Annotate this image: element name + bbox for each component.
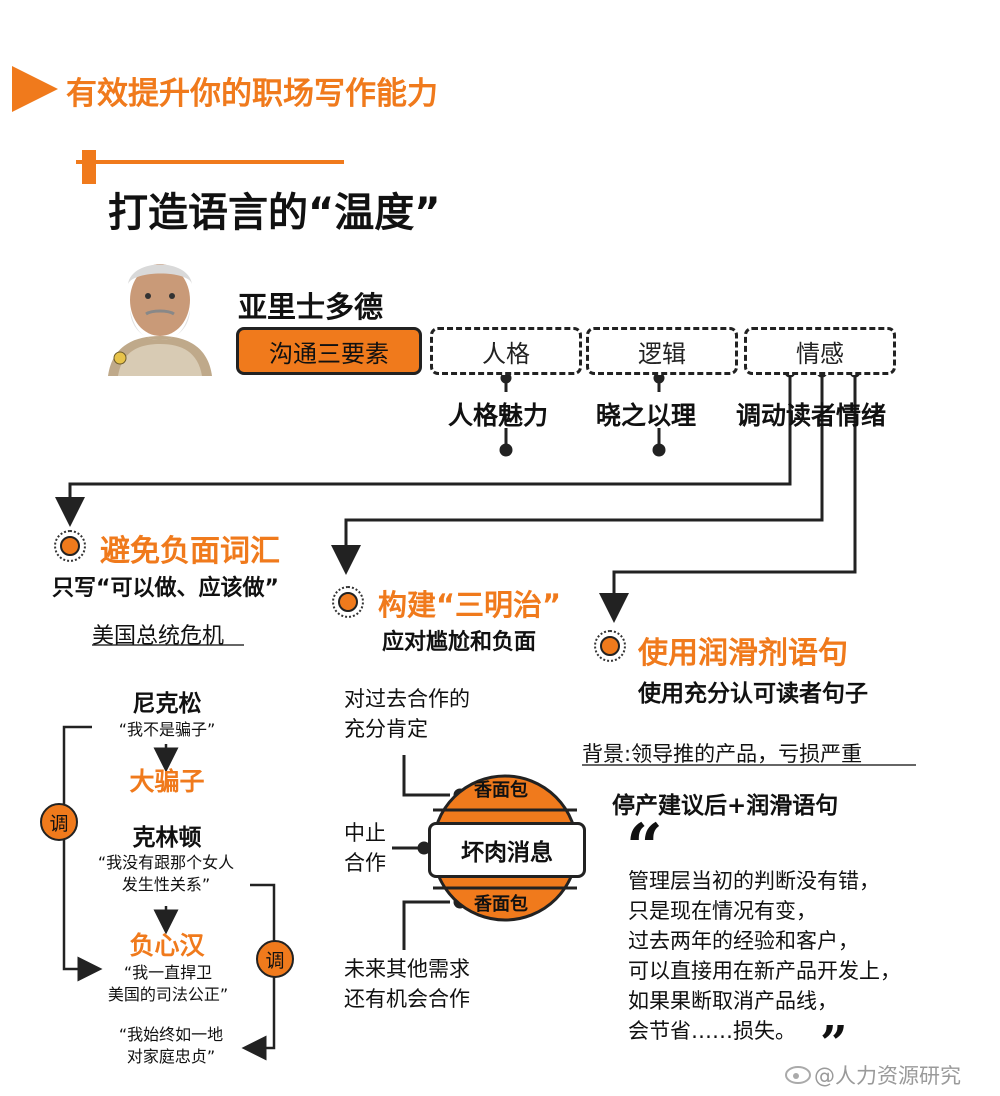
element-pill-logic: 逻辑	[586, 327, 738, 375]
quote-line: 只是现在情况有变，	[628, 899, 817, 923]
element-caption-logic: 晓之以理	[596, 401, 697, 430]
weibo-logo-icon	[785, 1066, 811, 1084]
sandwich-bottom-text: 未来其他需求 还有机会合作	[344, 954, 470, 1014]
element-label: 情感	[796, 339, 844, 368]
aristotle-name: 亚里士多德	[238, 290, 384, 324]
sandwich-top-bread: 香面包	[474, 780, 528, 801]
sandwich-text-line: 合作	[344, 851, 386, 875]
tip3-heading: 停产建议后+润滑语句	[612, 793, 839, 819]
play-triangle-icon	[12, 66, 58, 112]
tiao-label: 调	[265, 949, 285, 972]
element-label: 逻辑	[638, 339, 686, 368]
quote-line: 过去两年的经验和客户，	[628, 929, 859, 953]
tip1-title: 避免负面词汇	[100, 534, 280, 569]
tiao-label: 调	[49, 812, 69, 835]
sandwich-mid-text: 中止 合作	[344, 818, 386, 878]
alt-quote-line: “我始终如一地	[118, 1025, 224, 1044]
alt-quote-1: “我一直捍卫 美国的司法公正”	[88, 962, 248, 1006]
three-elements-label: 沟通三要素	[269, 339, 389, 368]
nixon-quote: “我不是骗子”	[118, 720, 216, 739]
sandwich-text-line: 中止	[344, 821, 386, 845]
tip3-quote: 管理层当初的判断没有错， 只是现在情况有变， 过去两年的经验和客户， 可以直接用…	[628, 866, 901, 1046]
element-pill-emotion: 情感	[744, 327, 896, 375]
tip1-bullet-icon	[54, 530, 86, 562]
tip2-title: 构建“三明治”	[378, 588, 562, 622]
tip2-subtitle: 应对尴尬和负面	[382, 630, 537, 655]
section-title: 打造语言的“温度”	[108, 190, 441, 236]
alt-quote-2: “我始终如一地 对家庭忠贞”	[96, 1024, 246, 1068]
sandwich-bottom-bread: 香面包	[474, 894, 528, 915]
clinton-result: 负心汉	[129, 931, 205, 960]
alt-quote-line: “我一直捍卫	[123, 963, 213, 982]
series-title: 有效提升你的职场写作能力	[66, 76, 438, 112]
element-caption-personality: 人格魅力	[448, 401, 549, 430]
sandwich-meat: 坏肉消息	[428, 822, 586, 878]
tip3-subtitle: 使用充分认可读者句子	[638, 681, 868, 707]
tiao-badge-right: 调	[256, 940, 294, 978]
element-caption-emotion: 调动读者情绪	[736, 401, 887, 430]
element-pill-personality: 人格	[430, 327, 582, 375]
aristotle-portrait-icon	[98, 254, 222, 376]
quote-line: 可以直接用在新产品开发上，	[628, 959, 901, 983]
element-label: 人格	[482, 339, 530, 368]
sandwich-text-line: 对过去合作的	[344, 687, 470, 711]
quote-line: 管理层当初的判断没有错，	[628, 869, 880, 893]
sandwich-text-line: 未来其他需求	[344, 957, 470, 981]
alt-quote-line: 美国的司法公正”	[107, 985, 229, 1004]
clinton-quote-line: 发生性关系”	[121, 875, 211, 894]
clinton-quote: “我没有跟那个女人 发生性关系”	[66, 852, 266, 896]
alt-quote-line: 对家庭忠贞”	[126, 1047, 216, 1066]
sandwich-text-line: 充分肯定	[344, 717, 428, 741]
tip2-bullet-icon	[332, 586, 364, 618]
sandwich-meat-label: 坏肉消息	[461, 840, 553, 866]
clinton-name: 克林顿	[132, 825, 202, 851]
tip3-background: 背景:领导推的产品，亏损严重	[582, 742, 863, 766]
tiao-badge-left: 调	[40, 803, 78, 841]
close-quote-icon: ”	[820, 1016, 848, 1072]
sandwich-text-line: 还有机会合作	[344, 987, 470, 1011]
nixon-name: 尼克松	[132, 691, 202, 717]
watermark-text: @人力资源研究	[814, 1064, 961, 1088]
open-quote-icon: “	[626, 810, 663, 885]
tip3-bullet-icon	[594, 630, 626, 662]
tip3-title: 使用润滑剂语句	[638, 636, 848, 671]
quote-line: 如果果断取消产品线，	[628, 989, 838, 1013]
tip1-subtitle: 只写“可以做、应该做”	[52, 576, 279, 601]
quote-line: 会节省……损失。	[628, 1019, 796, 1043]
case-title: 美国总统危机	[92, 624, 225, 649]
nixon-result: 大骗子	[129, 767, 205, 796]
clinton-quote-line: “我没有跟那个女人	[97, 853, 235, 872]
sandwich-top-text: 对过去合作的 充分肯定	[344, 684, 470, 744]
three-elements-pill: 沟通三要素	[236, 327, 422, 375]
